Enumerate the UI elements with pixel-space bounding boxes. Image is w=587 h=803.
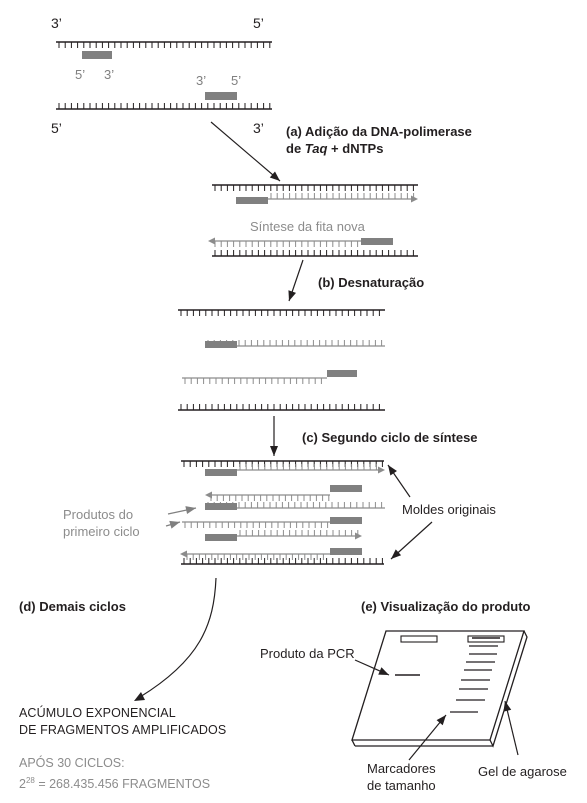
gel-well-1 [400, 635, 438, 643]
size-markers-label-line1: Marcadores [367, 761, 436, 776]
step-a-primer-top [236, 197, 268, 204]
step-c-first-product-2 [182, 521, 330, 528]
step-c-label: (c) Segundo ciclo de síntese [302, 430, 478, 445]
step-a-template-top [212, 184, 418, 191]
step-a-primer-bottom [361, 238, 393, 245]
arrow-exponential-head [134, 692, 145, 701]
gel-well-2 [467, 635, 505, 643]
step-b-template-bottom [178, 404, 385, 411]
agarose-gel-label: Gel de agarose [478, 764, 567, 779]
step-b-label: (b) Desnaturação [318, 275, 425, 290]
step-b-primer-top [205, 341, 237, 348]
bottom-strand-3prime-label: 3’ [253, 120, 264, 136]
primer2-5prime-label: 5’ [231, 73, 242, 88]
bottom-strand-5prime-label: 5’ [51, 120, 62, 136]
template-bottom-strand [56, 103, 272, 110]
step-a-new-strand-bottom [212, 240, 361, 247]
agarose-gel-edge-bottom-left [351, 739, 356, 747]
arrow-first-products-2-head [169, 520, 180, 529]
step-c-new-strand-2-arrowhead [205, 491, 212, 499]
primer1-3prime-label: 3’ [104, 67, 115, 82]
arrow-original-bottom-head [391, 549, 402, 559]
synthesis-note: Síntese da fita nova [250, 219, 365, 234]
exponential-accumulation-line1: ACÚMULO EXPONENCIAL [19, 706, 176, 720]
step-a-template-bottom [212, 250, 418, 257]
arrow-agarose-gel-head [503, 701, 512, 712]
word-de: de [286, 141, 305, 156]
original-templates-label: Moldes originais [402, 502, 496, 517]
exponential-accumulation-line2: DE FRAGMENTOS AMPLIFICADOS [19, 723, 227, 737]
arrow-step-a-head [269, 171, 280, 181]
step-b-primer-bottom [327, 370, 357, 377]
arrow-pcr-product-head [378, 667, 389, 675]
template-top-strand [56, 41, 272, 48]
step-c-original-top [181, 460, 384, 467]
step-a-new-strand-bottom-arrowhead [208, 237, 215, 245]
step-c-original-bottom [181, 558, 384, 565]
arrow-step-c-head [270, 446, 278, 456]
taq-word: Taq [304, 141, 328, 156]
dntps-text: + dNTPs [327, 141, 384, 156]
primer-2 [205, 92, 237, 100]
step-a-label-line2: de Taq + dNTPs [286, 141, 383, 156]
first-cycle-products-label-line1: Produtos do [63, 507, 134, 522]
primer2-3prime-label: 3’ [196, 73, 207, 88]
step-c-new-strand-1 [237, 464, 381, 471]
arrow-exponential-shaft [139, 577, 217, 698]
step-c-first-product-1-primer [205, 503, 237, 510]
agarose-gel-slab [351, 630, 525, 741]
step-c-new-strand-3 [237, 530, 359, 537]
power-exponent: 28 [25, 776, 35, 785]
arrow-step-a-shaft [210, 121, 281, 182]
after-30-cycles-label: APÓS 30 CICLOS: [19, 756, 125, 770]
fragment-count: 228 = 268.435.456 FRAGMENTOS [19, 776, 210, 791]
step-a-new-strand-top [268, 193, 416, 200]
arrow-original-top-head [388, 465, 397, 476]
step-c-primer-4 [330, 548, 362, 555]
primer-1 [82, 51, 112, 59]
step-d-label: (d) Demais ciclos [19, 599, 126, 614]
step-e-label: (e) Visualização do produto [361, 599, 531, 614]
step-c-primer-2 [330, 485, 362, 492]
pcr-product-label: Produto da PCR [260, 646, 355, 661]
step-c-new-strand-3-arrowhead [355, 532, 362, 540]
fragment-equation: = 268.435.456 FRAGMENTOS [34, 777, 211, 792]
arrow-size-markers-head [436, 715, 446, 726]
step-c-first-product-2-primer [330, 517, 362, 524]
step-a-new-strand-top-arrowhead [411, 195, 418, 203]
size-markers-label-line2: de tamanho [367, 778, 436, 793]
step-a-label-line1: (a) Adição da DNA-polimerase [286, 124, 472, 139]
step-c-new-strand-4 [184, 553, 330, 560]
power-base: 2 [19, 777, 26, 792]
step-b-template-top [178, 309, 385, 316]
step-c-primer-1 [205, 469, 237, 476]
arrow-first-products-1-head [185, 506, 196, 515]
top-strand-5prime-label: 5’ [253, 15, 264, 31]
step-c-primer-3 [205, 534, 237, 541]
top-strand-3prime-label: 3’ [51, 15, 62, 31]
step-c-new-strand-2 [208, 494, 330, 501]
step-b-product-bottom [182, 377, 327, 384]
agarose-gel-edge [489, 630, 528, 748]
arrow-step-b-head [288, 290, 297, 301]
first-cycle-products-label-line2: primeiro ciclo [63, 524, 140, 539]
step-c-new-strand-1-arrowhead [378, 466, 385, 474]
primer1-5prime-label: 5’ [75, 67, 86, 82]
step-c-new-strand-4-arrowhead [180, 550, 187, 558]
